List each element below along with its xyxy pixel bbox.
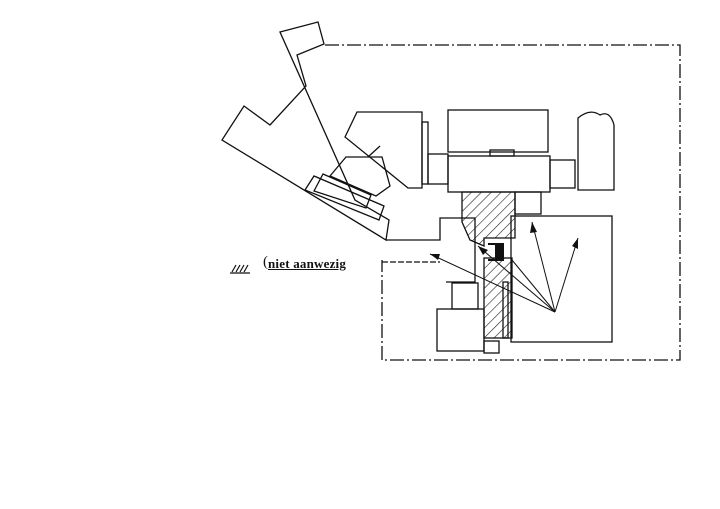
arched-cabinet <box>577 111 615 191</box>
lower-connector <box>451 282 479 310</box>
lower-block <box>436 308 485 352</box>
top-block <box>447 109 549 153</box>
large-square <box>510 215 613 343</box>
stepped-unit-3 <box>304 175 385 221</box>
connector-box-1 <box>421 121 429 185</box>
camera-icon <box>488 243 504 261</box>
angled-wing <box>221 21 390 242</box>
missing-area-hatch <box>461 191 516 339</box>
stepped-unit-2 <box>313 173 372 209</box>
outer-boundary <box>325 44 681 361</box>
arrow-heads <box>430 222 578 260</box>
legend-hatch-icon <box>230 264 250 274</box>
sight-lines <box>429 221 579 313</box>
connector-line <box>367 145 381 158</box>
legend-label: niet aanwezig <box>268 256 347 271</box>
central-room <box>386 217 476 283</box>
angled-block <box>344 111 423 189</box>
connector-box-2 <box>427 153 449 185</box>
middle-block-side <box>549 159 576 189</box>
middle-block <box>447 155 551 193</box>
top-block-foot <box>489 149 515 157</box>
lower-block-side <box>483 340 500 354</box>
mirror-bar <box>502 281 509 339</box>
legend-bracket: ( <box>263 254 268 270</box>
stepped-unit-1 <box>328 156 391 197</box>
small-box <box>514 191 542 215</box>
